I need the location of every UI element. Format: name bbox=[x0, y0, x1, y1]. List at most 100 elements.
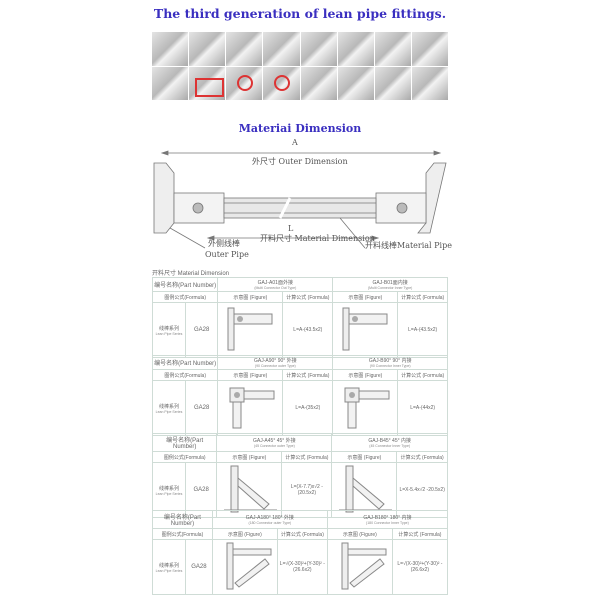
part-type: (90 Connector Inner Type) bbox=[369, 364, 411, 368]
figure-header: 示意图 (Figure) bbox=[332, 291, 399, 303]
part-number-label: 编号名称(Part Number) bbox=[152, 510, 213, 529]
figure-header: 示意图 (Figure) bbox=[216, 451, 283, 463]
figure-header: 示意图 (Figure) bbox=[332, 369, 399, 381]
formula-header: 计算公式 (Formula) bbox=[397, 291, 448, 303]
series-label: 线棒系列 bbox=[158, 403, 179, 410]
product-photo-grid bbox=[152, 32, 448, 100]
formula-cell: L=(X-7.7)x√2 -(20.5x2) bbox=[281, 462, 333, 518]
material-pipe-label: 开料线棒Material Pipe bbox=[365, 241, 452, 250]
product-photo bbox=[226, 32, 263, 66]
figure-drawing bbox=[211, 539, 278, 595]
part-name: GAJ-A01面外接 bbox=[257, 280, 293, 286]
code-cell: GA28 bbox=[184, 462, 218, 518]
table-title: 开料尺寸 Material Dimension bbox=[152, 271, 230, 277]
formula-header: 计算公式 (Formula) bbox=[391, 528, 449, 540]
formula-row-label: 图例公式(Formula) bbox=[152, 528, 213, 540]
part-left: GAJ-A45° 45° 外接(45 Connector outer Type) bbox=[216, 433, 333, 452]
product-photo bbox=[374, 32, 411, 66]
product-photo bbox=[152, 32, 189, 66]
part-name: GAJ-A90° 90° 外接 bbox=[254, 358, 297, 364]
formula-cell: L=A-(44x2) bbox=[397, 380, 448, 436]
dimension-diagram: A 外尺寸 Outer Dimension L 开料尺寸 Material Di… bbox=[150, 138, 452, 268]
part-left: GAJ-A01面外接(Multi Connector Out Type) bbox=[217, 277, 334, 292]
part-left: GAJ-A90° 90° 外接(90 Connector outer Type) bbox=[217, 355, 334, 370]
product-photo bbox=[411, 32, 448, 66]
series-label: 线棒系列 bbox=[158, 325, 179, 332]
figure-drawing bbox=[217, 302, 284, 358]
dimension-l-label: L bbox=[288, 224, 294, 233]
part-number-label: 编号名称(Part Number) bbox=[151, 277, 219, 292]
dimension-table: 编号名称(Part Number) GAJ-A90° 90° 外接(90 Con… bbox=[151, 355, 448, 436]
formula-header: 计算公式 (Formula) bbox=[282, 369, 334, 381]
part-type: (Multi Connector Inner Type) bbox=[368, 286, 413, 290]
dimension-a-label: A bbox=[292, 138, 298, 147]
formula-cell: L=A-(35x2) bbox=[282, 380, 334, 436]
product-photo bbox=[263, 32, 300, 66]
dimension-table: 编号名称(Part Number) GAJ-A180° 180° 外接(180 … bbox=[152, 510, 449, 595]
dimension-table: 编号名称(Part Number) GAJ-A45° 45° 外接(45 Con… bbox=[151, 433, 448, 518]
outer-dimension-label: 外尺寸 Outer Dimension bbox=[252, 157, 348, 166]
part-right: GAJ-B45° 45° 内接(45 Connector Inner Type) bbox=[331, 433, 448, 452]
series-label: 线棒系列 bbox=[158, 562, 179, 569]
figure-drawing bbox=[332, 380, 399, 436]
product-photo bbox=[337, 32, 374, 66]
figure-header: 示意图 (Figure) bbox=[326, 528, 393, 540]
part-number-label: 编号名称(Part Number) bbox=[151, 433, 218, 452]
part-type: (180 Connector outer Type) bbox=[248, 521, 292, 525]
formula-cell: L=√(X-30)²+(Y-30)² -(26.6x2) bbox=[276, 539, 328, 595]
page-title: The third generation of lean pipe fittin… bbox=[153, 6, 447, 21]
part-type: (45 Connector Inner Type) bbox=[369, 444, 411, 448]
formula-header: 计算公式 (Formula) bbox=[282, 291, 334, 303]
figure-drawing bbox=[326, 539, 393, 595]
product-photo bbox=[374, 66, 411, 100]
product-photo bbox=[337, 66, 374, 100]
code-cell: GA28 bbox=[185, 539, 213, 595]
figure-header: 示意图 (Figure) bbox=[211, 528, 278, 540]
series-label-en: Lean Pipe Series bbox=[155, 409, 183, 414]
outer-pipe-en-label: Outer Pipe bbox=[205, 250, 249, 259]
product-photo bbox=[300, 32, 337, 66]
outer-pipe-cn-label: 外侧线棒 bbox=[208, 239, 240, 248]
part-type: (180 Connector Inner Type) bbox=[366, 521, 409, 525]
part-name: GAJ-B45° 45° 内接 bbox=[368, 438, 411, 444]
product-photo bbox=[263, 66, 300, 100]
formula-cell: L=A-(43.5x2) bbox=[397, 302, 448, 358]
part-right: GAJ-B90° 90° 内接(90 Connector Inner Type) bbox=[332, 355, 448, 370]
formula-header: 计算公式 (Formula) bbox=[281, 451, 333, 463]
dimension-table: 编号名称(Part Number) GAJ-A01面外接(Multi Conne… bbox=[151, 277, 448, 358]
product-photo bbox=[189, 32, 226, 66]
formula-row-label: 图例公式(Formula) bbox=[151, 291, 219, 303]
formula-cell: L=A-(43.5x2) bbox=[282, 302, 334, 358]
formula-row-label: 图例公式(Formula) bbox=[151, 369, 219, 381]
figure-drawing bbox=[217, 380, 284, 436]
formula-header: 计算公式 (Formula) bbox=[396, 451, 448, 463]
figure-header: 示意图 (Figure) bbox=[217, 369, 284, 381]
figure-header: 示意图 (Figure) bbox=[217, 291, 284, 303]
product-photo bbox=[152, 66, 189, 100]
series-label: 线棒系列 bbox=[158, 485, 179, 492]
code-cell: GA28 bbox=[184, 380, 219, 436]
part-type: (Multi Connector Out Type) bbox=[254, 286, 297, 290]
formula-row-label: 图例公式(Formula) bbox=[151, 451, 218, 463]
part-name: GAJ-B01面内接 bbox=[372, 280, 408, 286]
part-name: GAJ-A180° 180° 外接 bbox=[245, 515, 294, 521]
product-photo bbox=[189, 66, 226, 100]
product-photo bbox=[411, 66, 448, 100]
part-type: (45 Connector outer Type) bbox=[253, 444, 295, 448]
figure-header: 示意图 (Figure) bbox=[331, 451, 398, 463]
product-photo bbox=[300, 66, 337, 100]
section-title: Materiai Dimension bbox=[238, 122, 362, 135]
part-type: (90 Connector outer Type) bbox=[254, 364, 296, 368]
series-label-en: Lean Pipe Series bbox=[155, 331, 183, 336]
part-right: GAJ-B01面内接(Multi Connector Inner Type) bbox=[332, 277, 448, 292]
part-name: GAJ-A45° 45° 外接 bbox=[253, 438, 296, 444]
product-photo bbox=[226, 66, 263, 100]
figure-drawing bbox=[332, 302, 399, 358]
part-name: GAJ-B180° 180° 内接 bbox=[363, 515, 412, 521]
code-cell: GA28 bbox=[184, 302, 219, 358]
part-name: GAJ-B90° 90° 内接 bbox=[368, 358, 412, 364]
